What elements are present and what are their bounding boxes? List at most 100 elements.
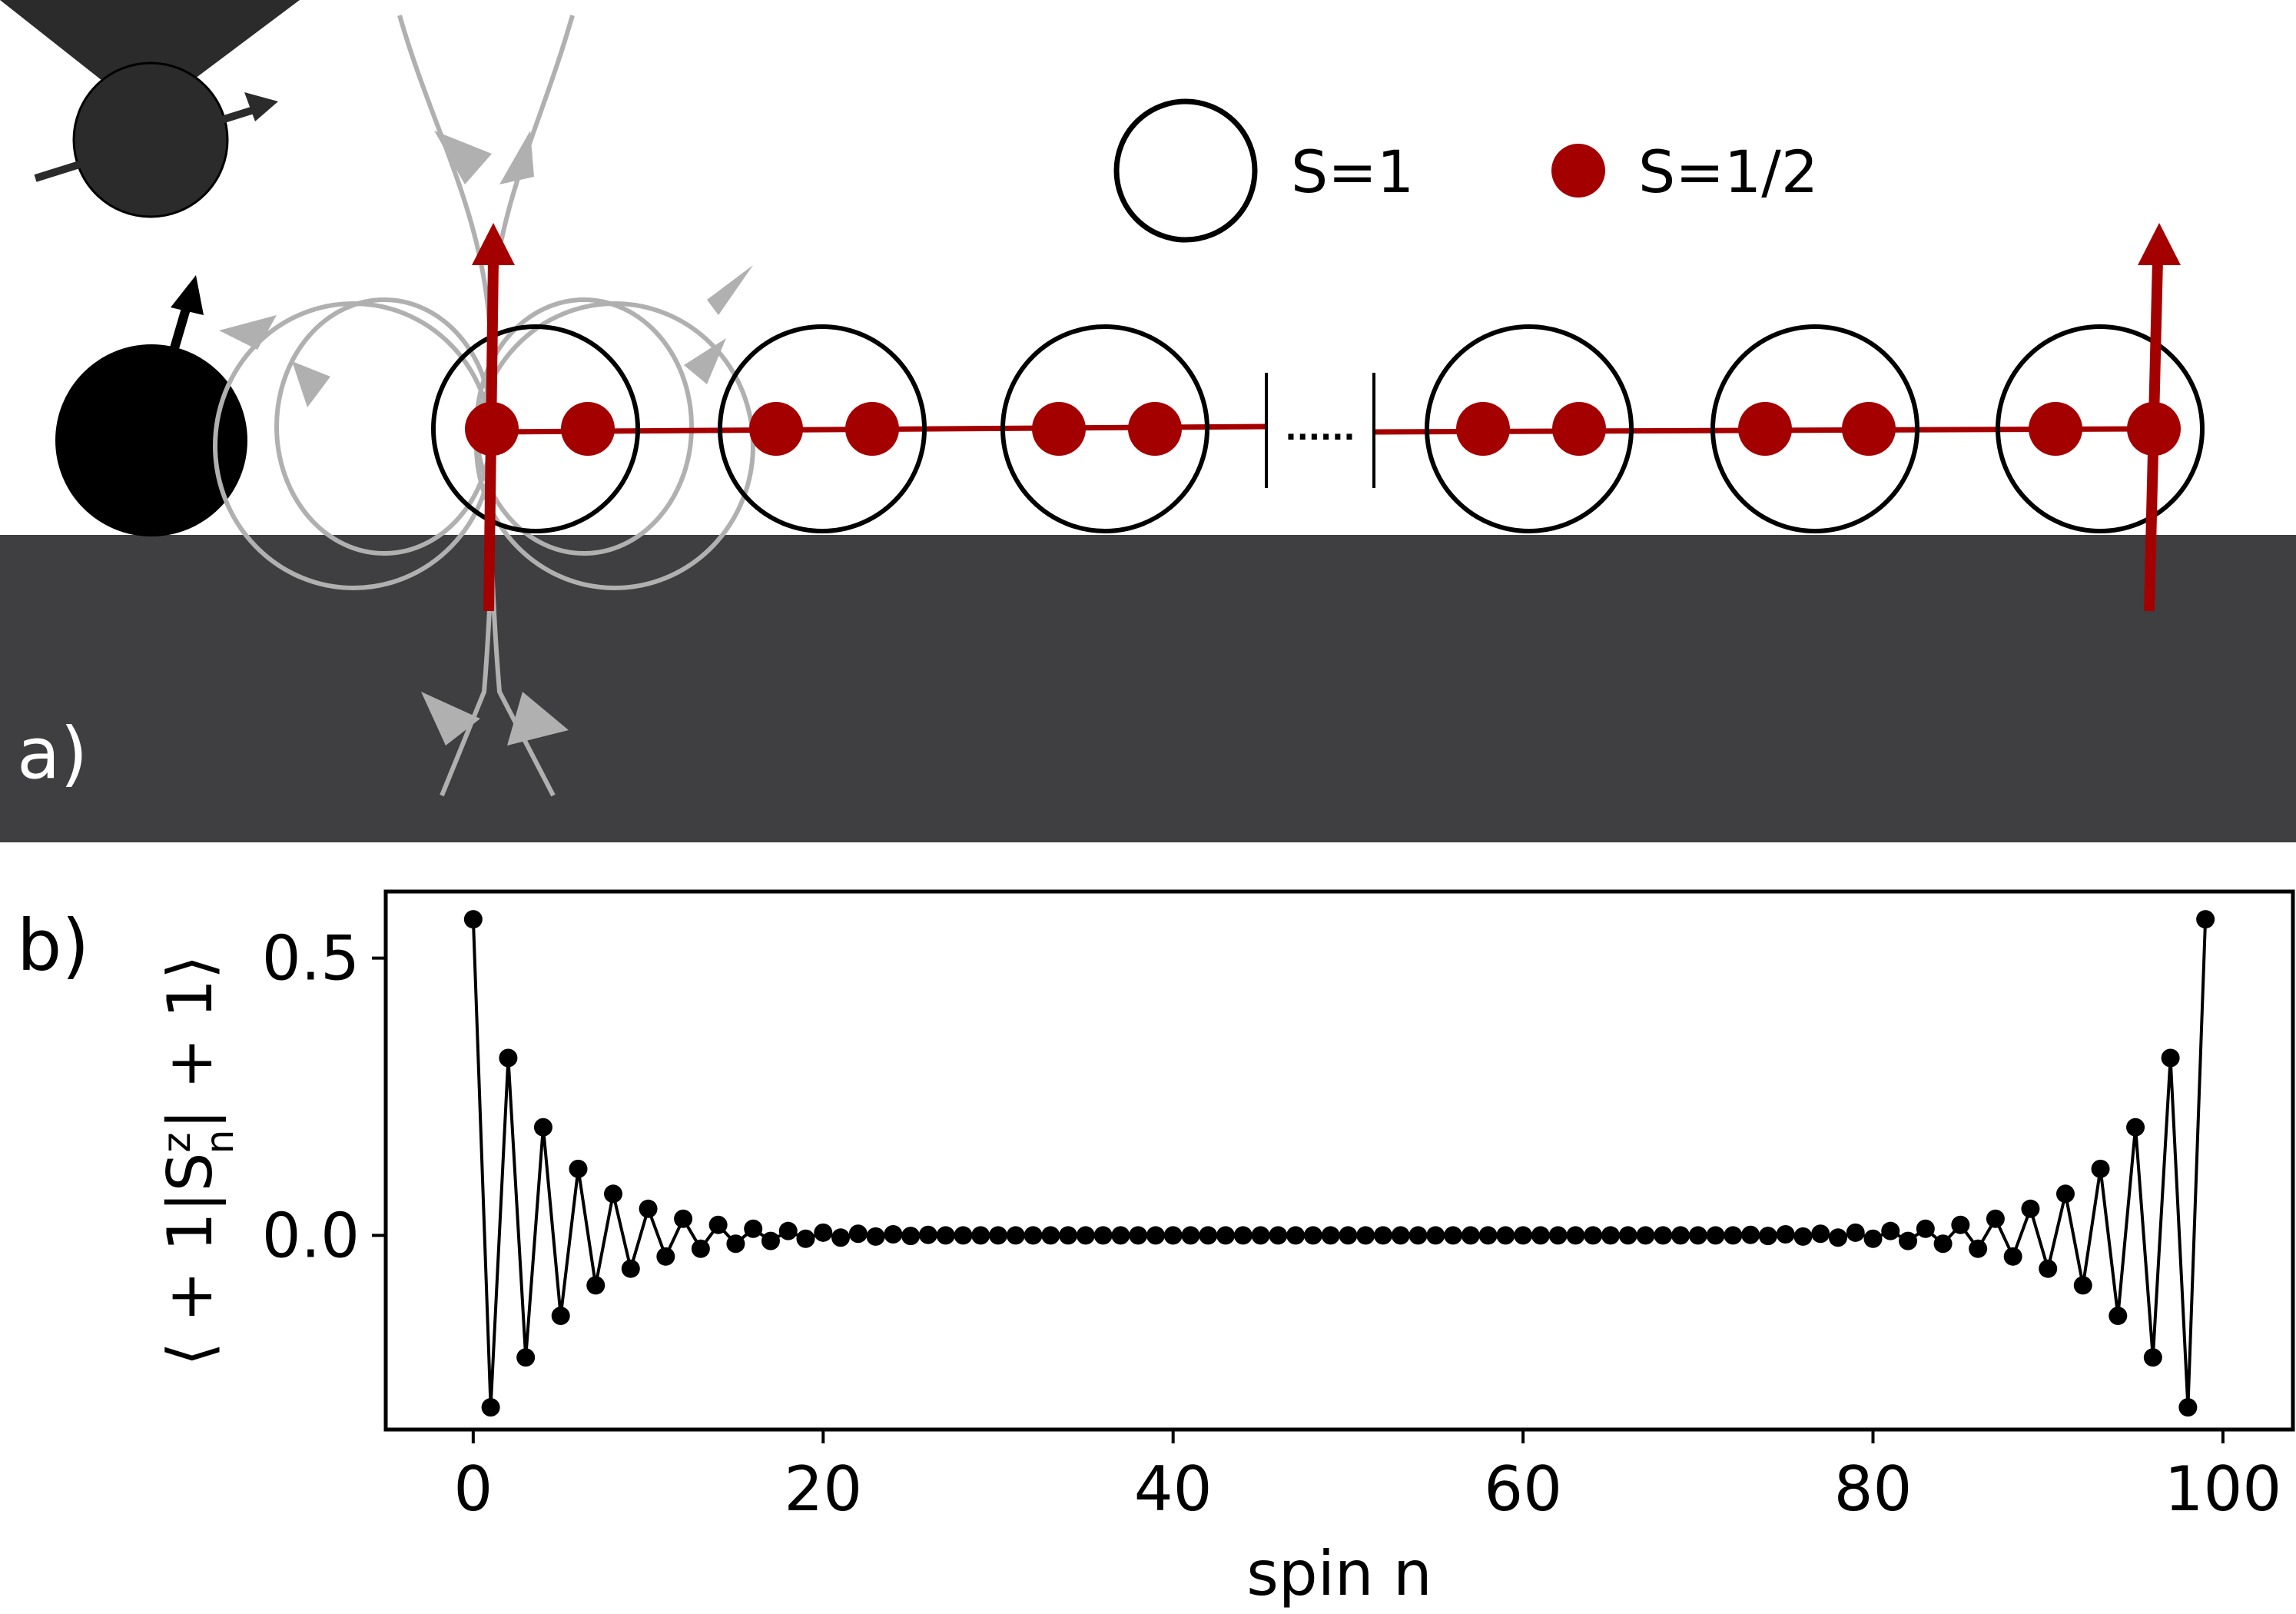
data-point	[1688, 1226, 1707, 1245]
data-point	[551, 1307, 570, 1326]
data-point	[2109, 1307, 2128, 1326]
data-point	[1671, 1226, 1690, 1245]
data-point	[1478, 1226, 1498, 1245]
y-tick-label: 0.5	[262, 923, 360, 995]
spin-1-site	[1000, 324, 1209, 533]
data-point	[1531, 1226, 1550, 1245]
legend: S=1 S=1/2	[1113, 98, 1818, 243]
data-point	[1163, 1226, 1183, 1245]
data-point	[936, 1226, 955, 1245]
data-point	[866, 1227, 885, 1246]
data-point	[1111, 1226, 1130, 1245]
legend-s-half-marker	[1551, 144, 1605, 198]
substrate	[0, 535, 2296, 842]
edge-spin-arrow-icon	[2138, 223, 2181, 612]
data-point	[1426, 1226, 1445, 1245]
spin-1-site	[1710, 324, 1919, 533]
data-point	[1566, 1226, 1585, 1245]
data-point	[481, 1398, 500, 1417]
panel-b: b) 0 20 40 60 80 100 0.5 0.0 spin n ⟨ + 1|Szn|…	[17, 889, 2295, 1609]
data-point	[1933, 1234, 1953, 1254]
data-point	[586, 1276, 606, 1295]
data-point	[1461, 1226, 1480, 1245]
data-point	[1233, 1226, 1253, 1245]
data-point	[2126, 1118, 2145, 1137]
data-point	[1951, 1215, 1970, 1234]
data-point	[1269, 1226, 1288, 1245]
legend-s1-label: S=1	[1291, 138, 1414, 206]
data-point	[533, 1118, 552, 1137]
chain-ellipsis: ......	[1285, 412, 1355, 447]
y-axis-label: ⟨ + 1|Szn| + 1⟩	[154, 955, 242, 1367]
plot-area	[463, 910, 2215, 1417]
data-point	[499, 1048, 518, 1068]
legend-s-half-label: S=1/2	[1638, 138, 1818, 206]
field-line-arrow-icon	[219, 131, 753, 746]
data-point	[1146, 1226, 1165, 1245]
x-axis-label: spin n	[1246, 1538, 1432, 1609]
data-point	[1059, 1226, 1078, 1245]
stm-tip-icon	[0, 0, 300, 218]
data-point	[1916, 1219, 1935, 1238]
x-tick-label: 100	[2165, 1453, 2282, 1525]
data-point	[621, 1259, 640, 1278]
data-point	[831, 1228, 851, 1247]
data-point	[1251, 1226, 1270, 1245]
data-point	[1216, 1226, 1235, 1245]
spin-1-site	[1996, 324, 2205, 533]
data-point	[988, 1226, 1007, 1245]
data-point	[1444, 1226, 1463, 1245]
data-point	[1969, 1239, 1988, 1258]
data-point	[2161, 1048, 2180, 1068]
panel-b-label: b)	[17, 905, 89, 987]
panel-a: a)	[0, 0, 2296, 842]
data-point	[1181, 1226, 1200, 1245]
spin-1-site	[718, 324, 927, 533]
data-point	[1199, 1226, 1218, 1245]
data-point	[2073, 1276, 2092, 1295]
spin-chain: ......	[431, 324, 2205, 533]
data-point	[1303, 1226, 1322, 1245]
data-point	[726, 1234, 745, 1254]
data-point	[2055, 1184, 2075, 1204]
spin-1-site	[1425, 324, 1634, 533]
data-point	[1758, 1227, 1777, 1246]
x-tick-label: 80	[1834, 1453, 1913, 1525]
data-point	[2178, 1398, 2198, 1417]
data-point	[1286, 1226, 1306, 1245]
data-point	[463, 910, 483, 929]
x-tick-label: 60	[1484, 1453, 1562, 1525]
data-point	[778, 1221, 798, 1240]
x-tick-label: 0	[453, 1453, 493, 1525]
panel-a-label: a)	[17, 712, 88, 795]
data-point	[761, 1231, 780, 1250]
data-point	[901, 1227, 921, 1246]
data-point	[656, 1247, 675, 1266]
data-point	[1496, 1226, 1515, 1245]
x-tick-label: 40	[1134, 1453, 1213, 1525]
data-point	[1724, 1226, 1743, 1245]
data-point	[1846, 1223, 1865, 1242]
data-point	[1636, 1226, 1655, 1245]
data-point	[814, 1223, 833, 1242]
data-point	[1601, 1226, 1620, 1245]
edge-spin-arrow-icon	[472, 223, 515, 612]
data-point	[1881, 1221, 1900, 1240]
data-point	[1373, 1226, 1392, 1245]
data-point	[2039, 1259, 2058, 1278]
y-tick-label: 0.0	[262, 1200, 360, 1271]
data-point	[796, 1229, 815, 1248]
data-point	[1584, 1226, 1603, 1245]
x-tick-label: 20	[784, 1453, 862, 1525]
data-point	[848, 1224, 868, 1244]
data-point	[1024, 1226, 1043, 1245]
data-point	[971, 1226, 990, 1245]
data-point	[954, 1226, 973, 1245]
data-point	[1076, 1226, 1095, 1245]
data-point	[2091, 1159, 2110, 1178]
y-axis: 0.5 0.0	[262, 923, 386, 1271]
data-point	[1828, 1228, 1847, 1247]
data-point	[1793, 1227, 1813, 1246]
data-point	[1041, 1226, 1060, 1245]
data-point	[1741, 1225, 1760, 1244]
